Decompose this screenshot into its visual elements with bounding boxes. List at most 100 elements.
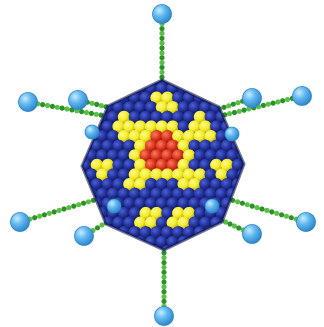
capsomer — [145, 139, 158, 152]
capsomer — [161, 206, 174, 220]
capsomer — [145, 101, 158, 114]
capsomer — [199, 139, 212, 152]
knob-layer — [10, 4, 316, 326]
capsomer — [139, 206, 152, 220]
fiber-bead — [56, 207, 62, 213]
capsomer — [112, 235, 125, 249]
fiber-bead — [94, 101, 100, 107]
capsomer — [107, 187, 120, 200]
fiber-bead — [260, 102, 266, 108]
fiber-bead — [159, 64, 165, 70]
capsomer — [172, 226, 185, 239]
fiber-bead — [79, 109, 85, 115]
fiber-bead — [226, 103, 232, 109]
capsomer — [134, 120, 147, 133]
capsomer — [117, 149, 131, 162]
capsomer — [139, 245, 152, 250]
capsomer — [107, 110, 120, 124]
capsomer — [172, 149, 185, 162]
fiber-bead — [161, 260, 167, 266]
capsomer — [210, 139, 223, 152]
capsomer — [199, 178, 212, 191]
fiber-bead — [49, 103, 56, 109]
fiber-bead — [227, 111, 233, 117]
capsomer — [204, 149, 217, 162]
fiber-bead — [230, 101, 236, 107]
fiber-knob-7 — [224, 126, 240, 142]
capsomer — [161, 226, 174, 239]
capsomer — [161, 149, 174, 162]
capsomer — [155, 216, 169, 229]
fiber-bead — [280, 98, 286, 104]
capsomer — [155, 158, 169, 172]
capsomer — [112, 139, 125, 152]
capsomer — [139, 187, 152, 200]
capsomer — [150, 110, 163, 124]
fiber-bead — [236, 225, 242, 231]
fiber-bead — [264, 207, 270, 213]
fiber-bead — [159, 35, 165, 41]
capsomer — [145, 197, 158, 210]
fiber-knob-5 — [292, 86, 312, 106]
capsomer — [117, 110, 131, 124]
fiber-bead — [159, 69, 165, 75]
capsomer — [237, 187, 244, 201]
fiber-bead — [244, 202, 250, 208]
capsomer — [150, 149, 163, 162]
capsomer — [188, 139, 201, 152]
capsomer — [112, 216, 125, 229]
fiber-bead — [254, 205, 260, 211]
capsomer — [182, 206, 196, 220]
capsomer — [199, 101, 212, 114]
fiber-bead — [161, 274, 167, 280]
fiber-bead — [236, 108, 242, 114]
capsomer — [128, 168, 142, 181]
capsomer — [150, 130, 163, 143]
capsomer — [69, 178, 81, 190]
capsomer — [90, 139, 104, 152]
fiber-bead — [235, 100, 241, 106]
fiber-bead — [221, 104, 227, 110]
capsomer — [123, 178, 136, 191]
capsomer — [177, 197, 190, 210]
capsomer — [145, 178, 158, 191]
fiber-knob-3 — [68, 90, 88, 110]
capsomer — [220, 139, 234, 152]
capsomer — [226, 168, 239, 181]
capsomer — [134, 216, 147, 229]
capsomer — [155, 197, 169, 210]
capsomer — [220, 158, 234, 172]
capsomer — [193, 149, 207, 162]
capsomer — [123, 120, 136, 133]
capsomer — [210, 158, 223, 172]
fiber-bead — [259, 206, 265, 212]
capsomer — [128, 245, 142, 250]
fiber-knob-9 — [74, 226, 94, 246]
fiber-bead — [161, 279, 167, 285]
capsomer — [182, 245, 196, 250]
fiber-knob-10 — [296, 212, 316, 232]
capsomer — [161, 110, 174, 124]
fiber-bead — [159, 45, 165, 51]
capsomer — [128, 206, 142, 220]
capsomer — [204, 110, 217, 124]
fiber-bead — [159, 30, 165, 36]
capsomer — [139, 168, 152, 181]
capsomer — [166, 216, 179, 229]
capsomer — [123, 139, 136, 152]
fiber-bead — [44, 102, 51, 109]
capsomer — [199, 158, 212, 172]
capsomer — [182, 168, 196, 181]
fiber-knob-13 — [106, 198, 122, 214]
fiber-bead — [159, 60, 165, 66]
fiber-bead — [71, 203, 77, 209]
capsomer — [199, 235, 212, 249]
capsomer — [215, 149, 228, 162]
fiber-bead — [88, 110, 94, 116]
fiber-bead — [239, 200, 245, 206]
capsomer — [161, 187, 174, 200]
fiber-bead — [32, 215, 38, 221]
fiber-knob-11 — [242, 224, 262, 244]
fiber-bead — [85, 199, 91, 205]
